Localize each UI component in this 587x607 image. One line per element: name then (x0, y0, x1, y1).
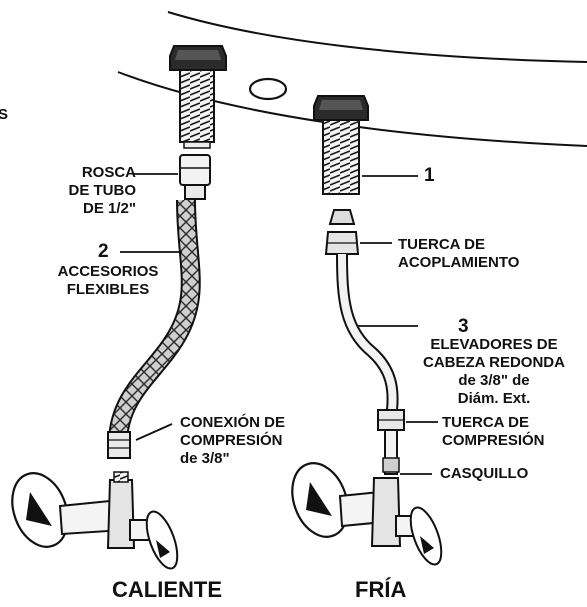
hot-faucet-shank (169, 45, 227, 149)
label-elevadores-line4: Diám. Ext. (457, 390, 531, 407)
label-elevadores-line3: de 3/8" de (458, 372, 530, 389)
hot-shutoff-valve (11, 471, 179, 570)
label-rosca-line1: ROSCA (81, 164, 136, 181)
callout-number-3: 3 (458, 316, 469, 337)
label-tuerca-compresion-line2: COMPRESIÓN (442, 432, 545, 449)
label-tuerca-acoplamiento-line2: ACOPLAMIENTO (398, 254, 520, 271)
label-elevadores-line2: CABEZA REDONDA (423, 354, 565, 371)
label-conexion-line3: de 3/8" (180, 450, 230, 467)
label-elevadores-line1: ELEVADORES DE (430, 336, 558, 353)
label-tuerca-compresion-line1: TUERCA DE (442, 414, 529, 431)
label-casquillo: CASQUILLO (440, 465, 529, 482)
flexible-supply-hose (107, 154, 211, 459)
label-fria: FRÍA (355, 577, 407, 602)
edge-fragment-text: S (0, 106, 9, 123)
label-tuerca-acoplamiento-line1: TUERCA DE (398, 236, 485, 253)
label-accesorios-line1: ACCESORIOS (57, 263, 159, 280)
label-rosca-line2: DE TUBO (68, 182, 137, 199)
cold-faucet-shank (313, 95, 369, 195)
label-caliente: CALIENTE (112, 577, 222, 602)
riser-tube (324, 209, 405, 475)
cold-shutoff-valve (291, 462, 443, 566)
leader-lines (120, 173, 438, 475)
callout-number-2: 2 (98, 241, 109, 262)
label-conexion-line2: COMPRESIÓN (180, 432, 283, 449)
label-rosca-line3: DE 1/2" (83, 200, 136, 217)
callout-number-1: 1 (424, 165, 435, 186)
label-conexion-line1: CONEXIÓN DE (180, 414, 286, 431)
label-accesorios-line2: FLEXIBLES (66, 281, 150, 298)
